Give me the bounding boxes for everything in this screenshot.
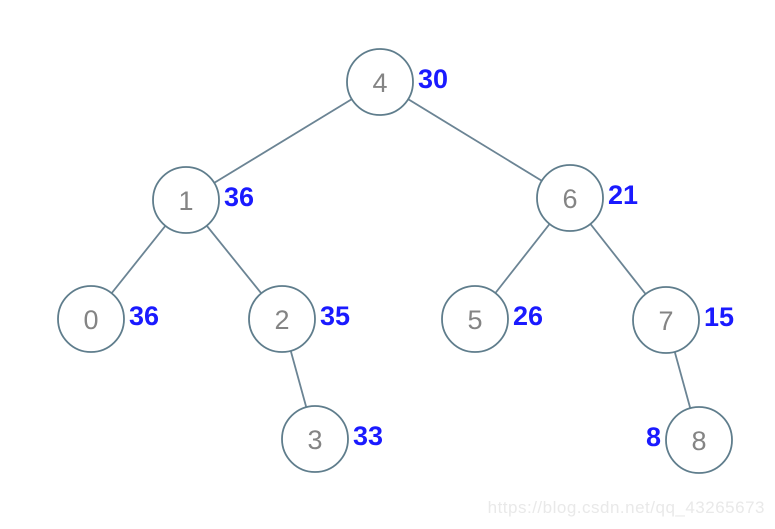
tree-node-value-4: 30 <box>418 64 448 94</box>
tree-node-label-7: 7 <box>658 306 673 336</box>
tree-node-value-0: 36 <box>129 301 159 331</box>
watermark-url: https://blog.csdn.net/qq_43265673 <box>487 498 765 517</box>
tree-node-circle-4 <box>346 48 414 116</box>
tree-node-label-3: 3 <box>307 425 322 455</box>
tree-node-value-5: 26 <box>513 301 543 331</box>
tree-node-circle-6 <box>536 164 604 232</box>
tree-node-circle-5 <box>441 285 509 353</box>
tree-node-circle-0 <box>57 285 125 353</box>
tree-node-circle-1 <box>152 166 220 234</box>
tree-node-label-4: 4 <box>372 68 387 98</box>
tree-node-label-2: 2 <box>274 305 289 335</box>
tree-node-value-7: 15 <box>704 302 734 332</box>
tree-node-value-2: 35 <box>320 301 350 331</box>
tree-node-circle-2 <box>248 285 316 353</box>
tree-node-value-1: 36 <box>224 182 254 212</box>
tree-node-label-1: 1 <box>178 186 193 216</box>
tree-node-value-3: 33 <box>353 421 383 451</box>
tree-node-label-5: 5 <box>467 305 482 335</box>
tree-node-circle-8 <box>665 406 733 474</box>
tree-node-value-8: 8 <box>646 422 661 452</box>
tree-node-circle-7 <box>632 286 700 354</box>
tree-node-value-6: 21 <box>608 180 638 210</box>
tree-node-label-8: 8 <box>691 426 706 456</box>
tree-node-circle-3 <box>281 405 349 473</box>
tree-edge-4-1 <box>185 81 381 201</box>
tree-node-label-0: 0 <box>83 305 98 335</box>
tree-node-label-6: 6 <box>562 184 577 214</box>
tree-edge-4-6 <box>379 81 571 199</box>
